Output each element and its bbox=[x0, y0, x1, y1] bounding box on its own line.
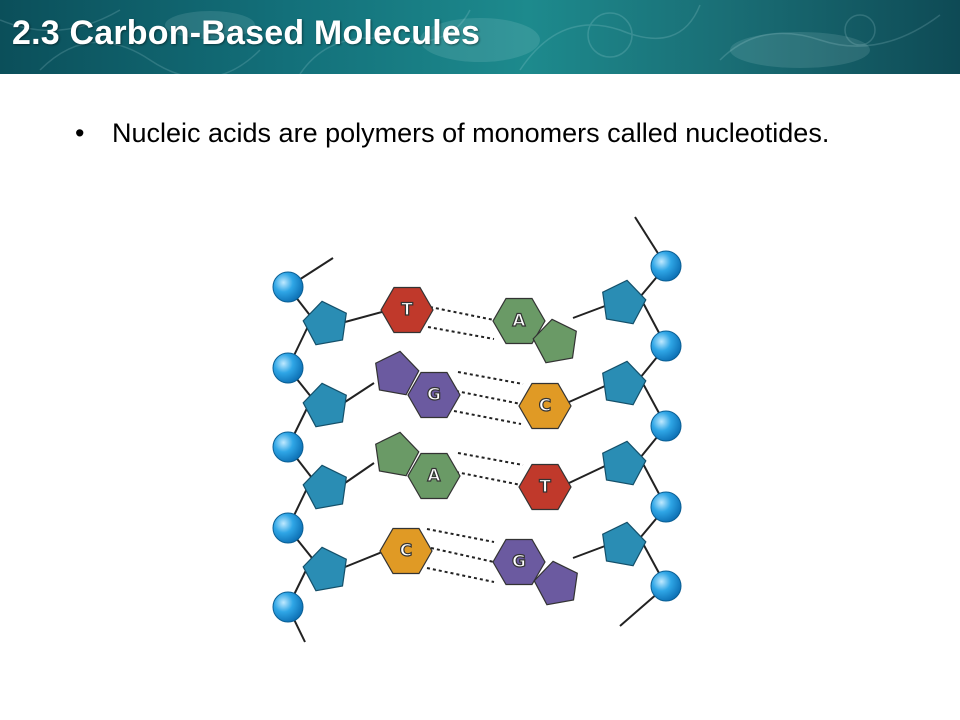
base-label-t-2: T bbox=[539, 477, 551, 497]
header-banner: 2.3 Carbon-Based Molecules bbox=[0, 0, 960, 74]
phosphate-sphere bbox=[272, 512, 304, 544]
base-label-g-2: G bbox=[512, 552, 526, 572]
sugar-pentagon bbox=[602, 521, 647, 567]
phosphate-sphere bbox=[650, 491, 682, 523]
sugar-pentagon bbox=[302, 300, 347, 346]
base-label-g: G bbox=[427, 385, 441, 405]
phosphate-sphere bbox=[272, 271, 304, 303]
base-label-t: T bbox=[401, 300, 413, 320]
hydrogen-bonds bbox=[426, 306, 524, 583]
phosphate-sphere bbox=[272, 352, 304, 384]
base-g-hexagon-2 bbox=[492, 538, 546, 586]
header-background-texture bbox=[0, 4, 941, 74]
base-c-hexagon bbox=[518, 382, 572, 430]
sugar-pentagon bbox=[602, 279, 647, 325]
base-a-hexagon-2 bbox=[407, 452, 461, 500]
base-t-hexagon bbox=[380, 286, 434, 334]
sugar-pentagon bbox=[302, 546, 347, 592]
base-a-pentagon-2 bbox=[375, 431, 420, 477]
sugar-pentagon bbox=[302, 382, 347, 428]
base-label-c-2: C bbox=[400, 541, 412, 561]
base-label-a: A bbox=[512, 311, 526, 331]
base-label-c: C bbox=[539, 396, 551, 416]
sugar-pentagon bbox=[602, 440, 647, 486]
bullet-text: Nucleic acids are polymers of monomers c… bbox=[112, 118, 830, 148]
bullet-symbol: • bbox=[75, 118, 85, 148]
base-c-hexagon-2 bbox=[379, 527, 433, 575]
base-a-hexagon bbox=[492, 297, 546, 345]
sugar-pentagon bbox=[302, 464, 347, 510]
sugars bbox=[302, 279, 647, 592]
base-t-hexagon-2 bbox=[518, 463, 572, 511]
sugar-pentagon bbox=[602, 360, 647, 406]
phosphate-sphere bbox=[650, 250, 682, 282]
sugar-base-connectors bbox=[344, 305, 606, 568]
bases: T A G C A T C G bbox=[375, 286, 578, 606]
phosphate-sphere bbox=[650, 570, 682, 602]
base-g-hexagon bbox=[407, 371, 461, 419]
slide-title: 2.3 Carbon-Based Molecules bbox=[12, 14, 481, 52]
phosphate-sphere bbox=[650, 410, 682, 442]
base-label-a-2: A bbox=[427, 466, 441, 486]
base-a-pentagon bbox=[532, 318, 577, 364]
phosphate-sphere bbox=[650, 330, 682, 362]
phosphates bbox=[272, 250, 682, 623]
base-g-pentagon-2 bbox=[533, 560, 578, 606]
base-g-pentagon bbox=[375, 350, 420, 396]
phosphate-sphere bbox=[272, 431, 304, 463]
phosphate-sphere bbox=[272, 591, 304, 623]
